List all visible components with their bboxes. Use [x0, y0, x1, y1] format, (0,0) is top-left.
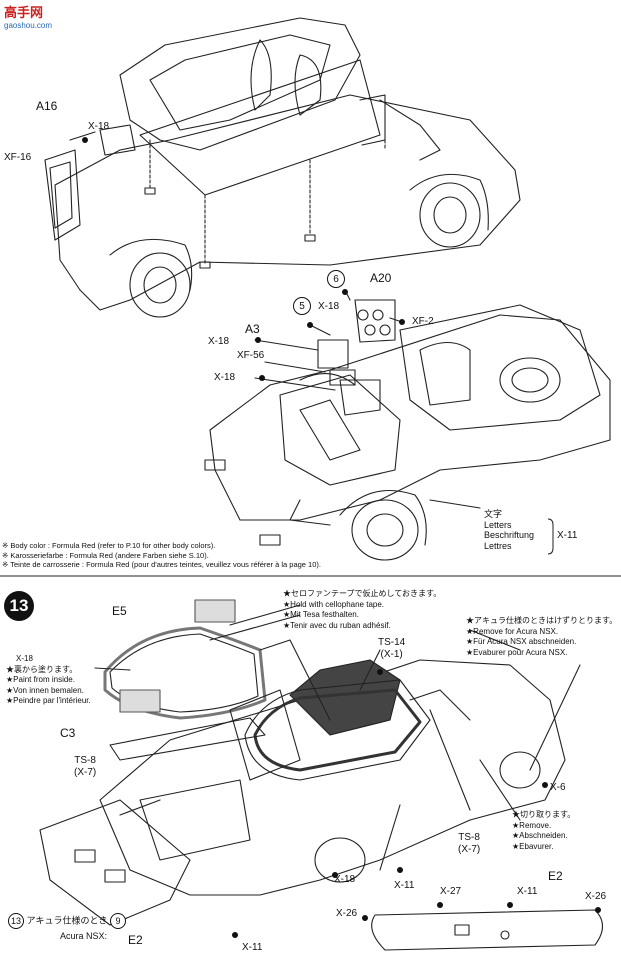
watermark-url: gaoshou.com — [4, 21, 53, 30]
body-color-note-en: ※ Body color : Formula Red (refer to P.1… — [2, 541, 216, 550]
acura-note-jp: ★アキュラ仕様のときはけずりとります。 — [466, 616, 618, 625]
ref-step-9: 9 — [110, 913, 127, 929]
decal-letters-jp: 文字 — [484, 509, 503, 519]
paint-x18-label-2: X-18 — [208, 336, 230, 347]
decal-letters-note: 文字 Letters Beschriftung Lettres — [484, 509, 534, 551]
decal-letters-en: Letters — [484, 519, 512, 530]
roof-x1: (X-1) — [380, 649, 403, 660]
leader-lines — [94, 604, 581, 871]
paint-inside-de: ★Von innen bemalen. — [6, 685, 84, 695]
part-a16-label: A16 — [36, 99, 58, 113]
bottom-chassis-drawing — [204, 289, 611, 561]
watermark: 高手网 gaoshou.com — [4, 2, 52, 30]
ref-step-13-number: 13 — [10, 916, 21, 926]
paint-x18-label: X-18 — [318, 301, 340, 312]
part-e2-left-label: E2 — [128, 933, 143, 947]
cut-note: ★切り取ります。 ★Remove. ★Abschneiden. ★Ebavure… — [512, 810, 575, 852]
acura-note-fr: ★Evaburer pour Acura NSX. — [466, 647, 568, 657]
substep-5-number: 5 — [299, 300, 305, 312]
cut-note-fr: ★Ebavurer. — [512, 841, 554, 851]
paint-x27-label: X-27 — [440, 886, 462, 897]
tape-note-de: ★Mit Tesa festhalten. — [283, 610, 359, 619]
paint-xf16-label: XF-16 — [4, 152, 32, 163]
ref-step-9-number: 9 — [115, 916, 121, 926]
cut-note-en: ★Remove. — [512, 820, 552, 830]
paint-x26-label: X-26 — [585, 891, 607, 902]
cut-note-de: ★Abschneiden. — [512, 831, 568, 840]
roof-paint-label: TS-14 (X-1) — [378, 637, 405, 661]
part-e2-right-label: E2 — [548, 869, 563, 883]
paint-inside-en: ★Paint from inside. — [6, 675, 75, 684]
wing-ts8: TS-8 — [74, 755, 96, 766]
body-color-notes: ※ Body color : Formula Red (refer to P.1… — [2, 541, 321, 570]
screw-markers — [82, 137, 601, 938]
paint-x11-label: X-11 — [394, 880, 415, 891]
step-13-number: 13 — [4, 591, 34, 621]
paint-x18-label-4: X-18 — [334, 874, 356, 885]
paint-x11-label-2: X-11 — [517, 886, 538, 897]
tape-note-en: ★Hold with cellophane tape. — [283, 599, 385, 609]
part-a20-label: A20 — [370, 271, 392, 285]
body-color-note-de: ※ Karosseriefarbe : Formula Red (andere … — [2, 550, 209, 560]
acura-ref-jp: アキュラ仕様のとき — [26, 915, 108, 926]
ref-step-13: 13 — [8, 913, 24, 929]
car-body-drawing — [39, 639, 604, 951]
paint-inside-jp: ★裏から塗ります。 — [6, 664, 78, 674]
body-color-note-fr: ※ Teinte de carrosserie : Formula Red (p… — [2, 560, 321, 569]
wing-paint-label: TS-8 (X-7) — [74, 755, 96, 779]
acura-note-en: ★Remove for Acura NSX. — [466, 626, 559, 636]
paint-inside-fr: ★Peindre par l'intérieur. — [6, 696, 91, 705]
windshield-drawing — [103, 599, 267, 720]
roof-ts14: TS-14 — [378, 637, 406, 648]
paint-x26-label-2: X-26 — [336, 908, 358, 919]
substep-5-marker: 5 — [293, 297, 311, 315]
part-e5-label: E5 — [112, 604, 127, 618]
tape-note-fr: ★Tenir avec du ruban adhésif. — [283, 620, 391, 630]
paint-x6-label: X-6 — [550, 782, 566, 793]
acura-ref-en: Acura NSX: — [60, 931, 108, 941]
decal-part-x11: X-11 — [557, 530, 578, 541]
tape-note: ★セロファンテープで仮止めしておきます。 ★Hold with cellopha… — [283, 589, 441, 631]
paint-xf56-label: XF-56 — [237, 350, 265, 361]
body-paint-label: TS-8 (X-7) — [458, 832, 480, 856]
watermark-title: 高手网 — [4, 5, 44, 20]
acura-remove-note: ★アキュラ仕様のときはけずりとります。 ★Remove for Acura NS… — [466, 616, 617, 658]
part-c3-label: C3 — [60, 726, 76, 740]
decal-letters-de: Beschriftung — [484, 530, 535, 540]
paint-x18-label-3: X-18 — [214, 372, 236, 383]
paint-inside-note: X-18 ★裏から塗ります。 ★Paint from inside. ★Von … — [6, 654, 91, 707]
tape-note-jp: ★セロファンテープで仮止めしておきます。 — [283, 589, 442, 598]
screw-x18-label: X-18 — [88, 121, 110, 132]
body-ts8: TS-8 — [458, 832, 480, 843]
body-x7: (X-7) — [458, 844, 481, 855]
substep-6-number: 6 — [333, 273, 339, 285]
acura-note-de: ★Für Acura NSX abschneiden. — [466, 637, 577, 646]
paint-xf2-label: XF-2 — [412, 316, 434, 327]
substep-6-marker: 6 — [327, 270, 345, 288]
paint-x11-label-3: X-11 — [242, 942, 263, 953]
top-chassis-drawing — [44, 17, 521, 318]
acura-reference: 13 アキュラ仕様のとき 9 — [8, 913, 127, 929]
part-a3-label: A3 — [245, 322, 260, 336]
paint-inside-color: X-18 — [16, 654, 33, 663]
decal-letters-fr: Lettres — [484, 540, 512, 551]
cut-note-jp: ★切り取ります。 — [512, 810, 576, 819]
wing-x7: (X-7) — [74, 767, 97, 778]
